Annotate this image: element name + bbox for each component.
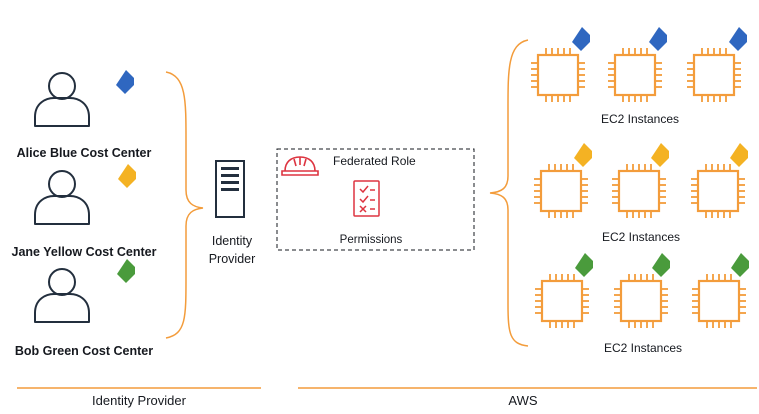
ec2-group-label: EC2 Instances bbox=[601, 112, 679, 126]
user-label: Bob Green Cost Center bbox=[15, 344, 153, 358]
tag-icon bbox=[118, 164, 136, 188]
permissions-icon bbox=[353, 180, 380, 217]
tag-icon bbox=[117, 259, 135, 283]
ec2-group-label: EC2 Instances bbox=[604, 341, 682, 355]
person-icon bbox=[34, 170, 90, 225]
user-label: Alice Blue Cost Center bbox=[17, 146, 152, 160]
ec2-group-blue: EC2 Instances bbox=[529, 27, 747, 126]
tag-icon bbox=[652, 253, 670, 277]
ec2-chip-icon bbox=[533, 272, 591, 330]
hard-hat-icon bbox=[281, 156, 319, 176]
tag-icon bbox=[575, 253, 593, 277]
ec2-group-yellow: EC2 Instances bbox=[532, 143, 748, 244]
ec2-group-label: EC2 Instances bbox=[602, 230, 680, 244]
tag-icon bbox=[729, 27, 747, 51]
ec2-chip-icon bbox=[606, 46, 664, 104]
ec2-chip-icon bbox=[610, 162, 668, 220]
tag-icon bbox=[574, 143, 592, 167]
footer-right-label: AWS bbox=[508, 393, 537, 408]
identity-provider: Identity Provider bbox=[209, 160, 256, 266]
user-jane: Jane Yellow Cost Center bbox=[12, 164, 157, 259]
user-bob: Bob Green Cost Center bbox=[15, 259, 153, 358]
ec2-chip-icon bbox=[690, 272, 748, 330]
role-label: Federated Role bbox=[333, 154, 416, 168]
right-brace bbox=[489, 39, 529, 347]
footer-left-label: Identity Provider bbox=[92, 393, 187, 408]
federated-role-box: Federated Role Permissions bbox=[276, 148, 475, 251]
ec2-group-green: EC2 Instances bbox=[533, 253, 749, 355]
idp-label-line2: Provider bbox=[209, 252, 256, 266]
server-icon bbox=[215, 160, 245, 218]
person-icon bbox=[34, 72, 90, 127]
tag-icon bbox=[651, 143, 669, 167]
ec2-chip-icon bbox=[529, 46, 587, 104]
user-alice: Alice Blue Cost Center bbox=[17, 70, 152, 160]
ec2-chip-icon bbox=[612, 272, 670, 330]
person-icon bbox=[34, 268, 90, 323]
ec2-chip-icon bbox=[689, 162, 747, 220]
ec2-chip-icon bbox=[532, 162, 590, 220]
idp-label-line1: Identity bbox=[212, 234, 253, 248]
tag-icon bbox=[116, 70, 134, 94]
tag-icon bbox=[730, 143, 748, 167]
tag-icon bbox=[572, 27, 590, 51]
tag-icon bbox=[731, 253, 749, 277]
user-label: Jane Yellow Cost Center bbox=[12, 245, 157, 259]
permissions-label: Permissions bbox=[340, 234, 403, 246]
tag-icon bbox=[649, 27, 667, 51]
ec2-chip-icon bbox=[685, 46, 743, 104]
left-brace bbox=[165, 71, 204, 339]
